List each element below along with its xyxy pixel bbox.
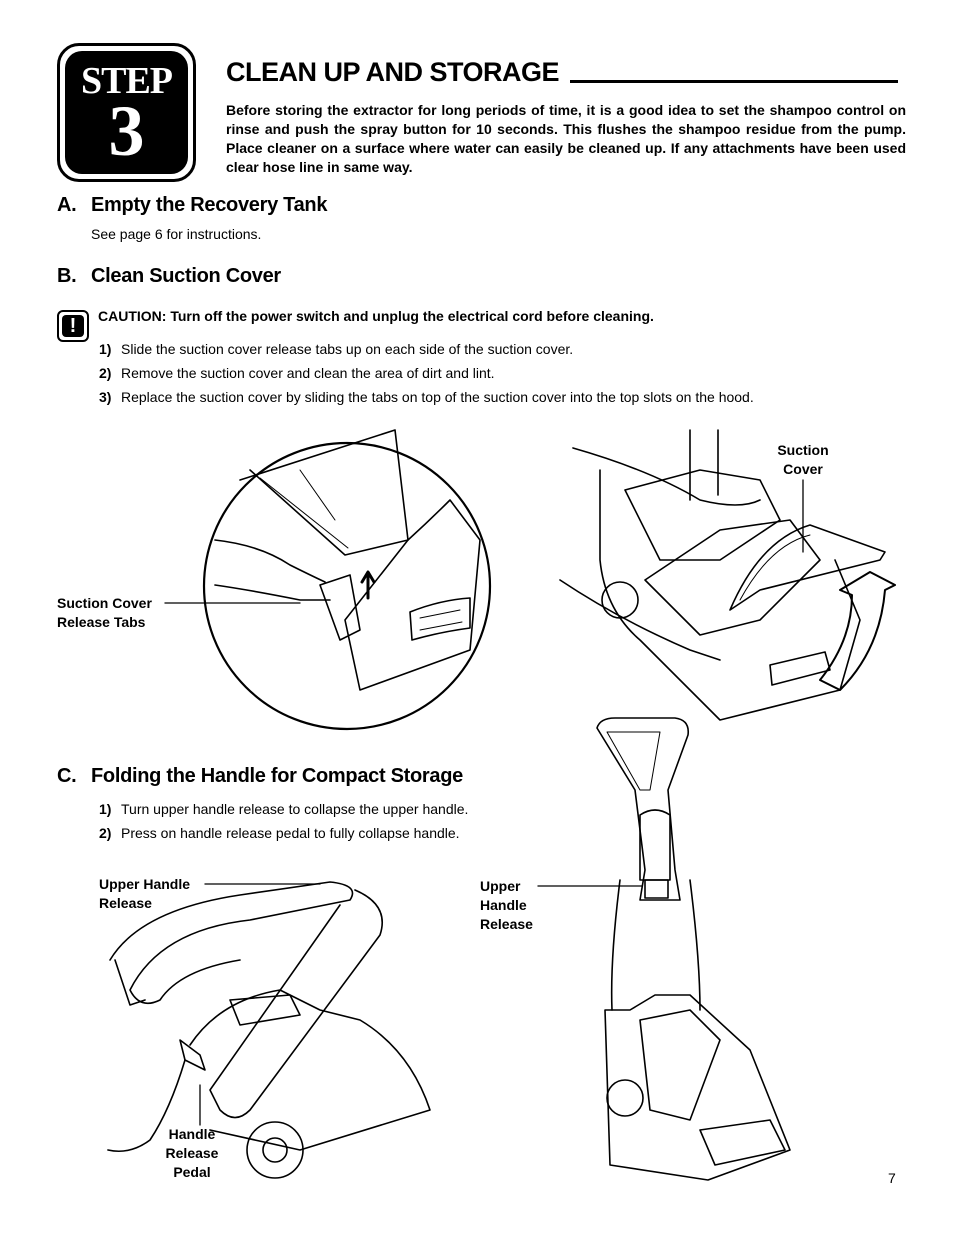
folded-handle-illustration: [107, 881, 431, 1179]
callout-line: Suction Cover: [57, 595, 152, 611]
section-b-step-2: 2) Remove the suction cover and clean the…: [99, 365, 495, 381]
step-number: 1): [99, 341, 112, 357]
step-number: 2): [99, 825, 112, 841]
callout-line: Handle: [480, 897, 527, 913]
page-number: 7: [888, 1170, 896, 1186]
upright-handle-illustration: [537, 717, 791, 1181]
page-title: CLEAN UP AND STORAGE: [226, 57, 560, 87]
callout-line: Upper Handle: [99, 876, 191, 892]
section-b-heading: B. Clean Suction Cover: [57, 265, 281, 288]
step-text: Replace the suction cover by sliding the…: [121, 389, 754, 405]
section-a-text: See page 6 for instructions.: [91, 226, 262, 242]
section-b-title: Clean Suction Cover: [91, 265, 281, 287]
step-text: Turn upper handle release to collapse th…: [121, 801, 469, 817]
step-word: STEP: [80, 60, 173, 102]
callout-line: Upper: [480, 878, 521, 894]
step-text: Slide the suction cover release tabs up …: [121, 341, 574, 357]
section-a-letter: A.: [57, 194, 77, 216]
step-text: Press on handle release pedal to fully c…: [121, 825, 460, 841]
section-c-letter: C.: [57, 765, 77, 787]
callout-line: Pedal: [173, 1164, 211, 1180]
callout-upper-handle-release-right: Upper Handle Release: [480, 877, 533, 934]
step-badge-inner: STEP 3: [65, 51, 188, 174]
callout-line: Release Tabs: [57, 614, 146, 630]
callout-upper-handle-release-left: Upper Handle Release: [99, 875, 190, 913]
callout-line: Release: [165, 1145, 219, 1161]
step-number: 1): [99, 801, 112, 817]
section-a-title: Empty the Recovery Tank: [91, 194, 328, 216]
section-c-step-1: 1) Turn upper handle release to collapse …: [99, 801, 468, 817]
intro-paragraph: Before storing the extractor for long pe…: [226, 102, 906, 175]
callout-line: Handle: [168, 1126, 216, 1142]
release-tab-detail-illustration: [164, 429, 492, 731]
step-number: 2): [99, 365, 112, 381]
callout-suction-cover-release-tabs: Suction Cover Release Tabs: [57, 594, 152, 632]
section-b-letter: B.: [57, 265, 77, 287]
section-b-step-3: 3) Replace the suction cover by sliding t…: [99, 389, 754, 405]
section-a-heading: A. Empty the Recovery Tank: [57, 194, 327, 217]
section-c-title: Folding the Handle for Compact Storage: [91, 765, 463, 787]
section-c-heading: C. Folding the Handle for Compact Storage: [57, 765, 463, 788]
callout-line: Suction: [777, 442, 829, 458]
callout-line: Release: [480, 916, 533, 932]
title-rule: [570, 80, 898, 83]
callout-line: Release: [99, 895, 152, 911]
step-number: 3): [99, 389, 112, 405]
section-c-step-2: 2) Press on handle release pedal to fully…: [99, 825, 460, 841]
caution-text: CAUTION: Turn off the power switch and u…: [98, 308, 654, 324]
step-badge: STEP 3: [57, 43, 196, 182]
callout-handle-release-pedal: Handle Release Pedal: [160, 1125, 224, 1182]
step-number: 3: [108, 91, 145, 171]
callout-line: Cover: [783, 461, 823, 477]
exclamation-icon: !: [57, 310, 89, 342]
step-text: Remove the suction cover and clean the a…: [121, 365, 495, 381]
section-b-step-1: 1) Slide the suction cover release tabs u…: [99, 341, 573, 357]
suction-cover-removal-illustration: [559, 429, 896, 721]
callout-suction-cover: Suction Cover: [773, 441, 833, 479]
